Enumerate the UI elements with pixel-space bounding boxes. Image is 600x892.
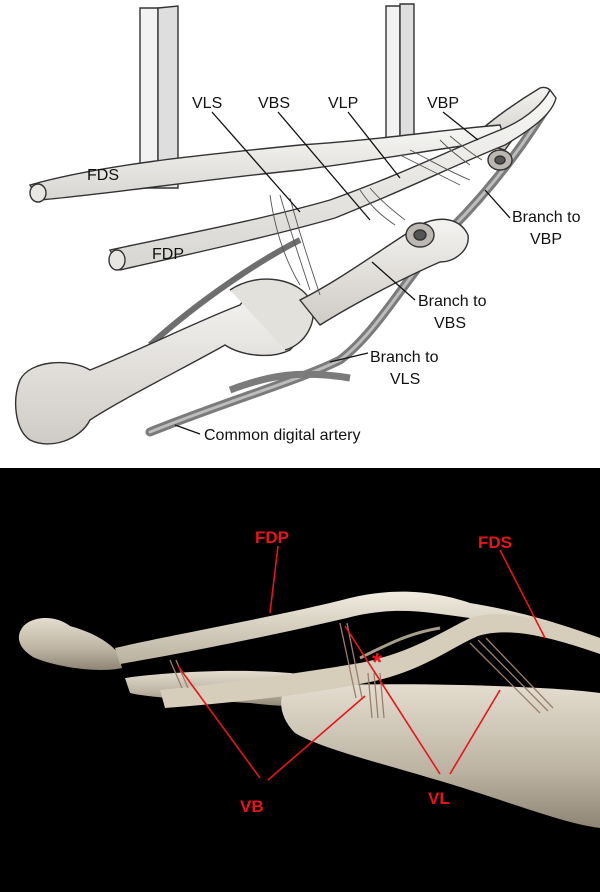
- retractor-right: [385, 3, 415, 146]
- label-vbs: VBS: [258, 95, 290, 112]
- proximal-phalanx-bone: [15, 278, 314, 445]
- vincula-fibers: [269, 135, 483, 296]
- tendon-illustration: FDS FDP VLS VBS VLP VBP Branch to VBP Br…: [15, 3, 581, 445]
- render-label-vl: VL: [428, 789, 450, 808]
- label-branch-vbp-line2: VBP: [530, 231, 562, 248]
- label-vlp: VLP: [328, 95, 358, 112]
- render-fdp-tendon: [115, 591, 600, 664]
- label-fds: FDS: [87, 167, 119, 184]
- label-vls: VLS: [192, 95, 222, 112]
- label-vbp: VBP: [427, 95, 459, 112]
- render-leader-lines: [177, 545, 546, 781]
- label-branch-vbs-line2: VBS: [434, 315, 466, 332]
- label-common-digital-artery: Common digital artery: [204, 427, 361, 444]
- render-label-fdp: FDP: [255, 528, 289, 547]
- render-bones: [18, 617, 600, 828]
- render-asterisk: *: [372, 647, 383, 677]
- leader-lines: [174, 111, 511, 435]
- tendon-render-panel: FDP FDS VB VL *: [0, 468, 600, 892]
- render-fds-tendon: [160, 614, 600, 708]
- label-branch-vls-line1: Branch to: [370, 349, 439, 366]
- render-label-fds: FDS: [478, 533, 512, 552]
- label-branch-vbp-line1: Branch to: [512, 209, 581, 226]
- fdp-tendon: [108, 88, 557, 271]
- tendon-render: FDP FDS VB VL *: [18, 528, 600, 828]
- label-fdp: FDP: [152, 246, 184, 263]
- label-branch-vbs-line1: Branch to: [418, 293, 487, 310]
- render-label-vb: VB: [240, 797, 264, 816]
- render-vincula: [169, 622, 554, 719]
- label-branch-vls-line2: VLS: [390, 371, 420, 388]
- tendon-illustration-panel: FDS FDP VLS VBS VLP VBP Branch to VBP Br…: [15, 3, 581, 445]
